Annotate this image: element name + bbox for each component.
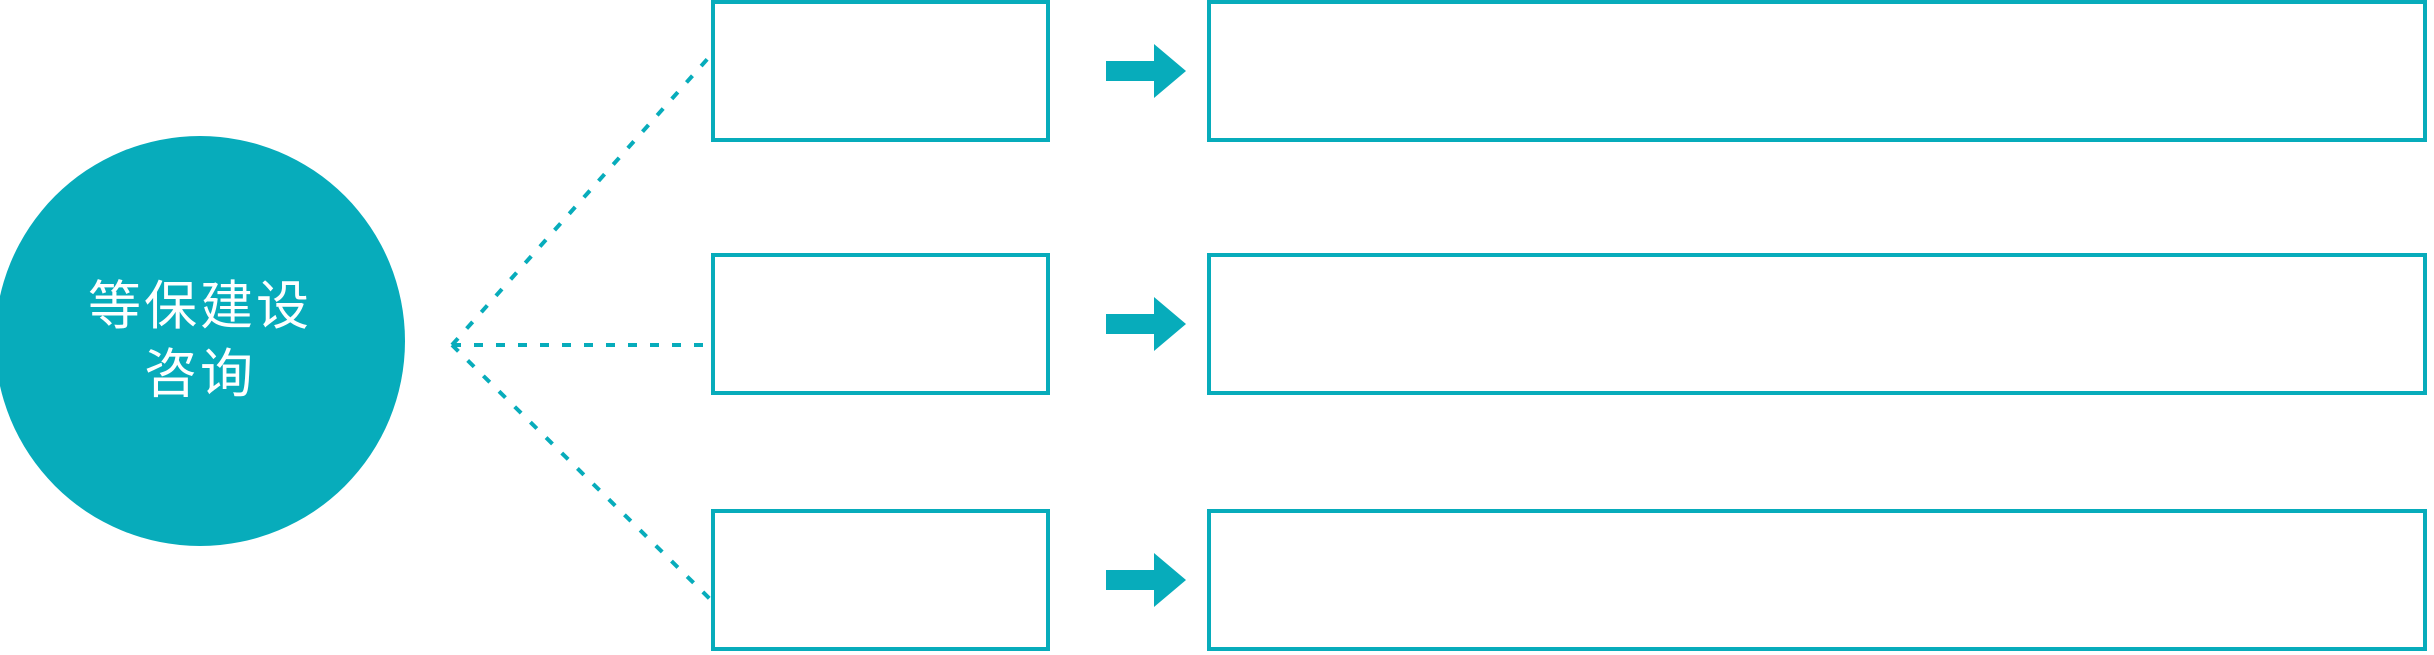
diagram-row-1 (0, 0, 2434, 142)
detail-box-1[interactable] (1207, 0, 2427, 142)
stage-box-3[interactable] (711, 509, 1050, 651)
right-block-arrow-icon-3 (1106, 553, 1186, 607)
stage-box-1[interactable] (711, 0, 1050, 142)
hub-label-line-1: 等保建设 (88, 276, 312, 338)
detail-box-3[interactable] (1207, 509, 2427, 651)
detail-box-2[interactable] (1207, 253, 2427, 395)
hub-circle[interactable]: 等保建设 咨询 (0, 136, 405, 546)
diagram-row-2 (0, 253, 2434, 395)
diagram-row-3 (0, 509, 2434, 651)
stage-box-2[interactable] (711, 253, 1050, 395)
hub-label-line-2: 咨询 (144, 344, 256, 405)
right-block-arrow-icon-1 (1106, 44, 1186, 98)
right-block-arrow-icon-2 (1106, 297, 1186, 351)
